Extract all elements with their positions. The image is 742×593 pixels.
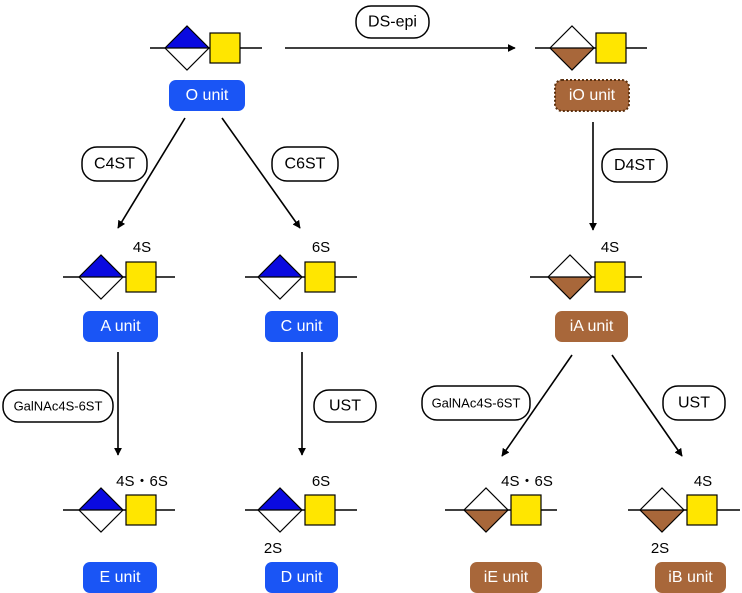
unit-d: 6S 2S D unit [245,473,357,593]
sulfation-label: 4S [601,239,619,256]
unit-label: E unit [100,569,141,586]
arrows [114,44,683,457]
enzyme-c6st: C6ST [271,146,339,182]
disaccharide-symbol [150,25,262,71]
unit-badge [83,311,158,342]
unit-label: D unit [281,569,323,586]
unit-ib: 4S 2S iB unit [628,473,740,593]
unit-ie: 4S・6S iE unit [445,473,557,593]
unit-o: O unit [150,25,262,111]
unit-badge [265,311,338,342]
sulfation-label-2s: 2S [264,540,282,557]
sulfation-label: 6S [312,239,330,256]
unit-e: 4S・6S E unit [63,473,175,593]
enzyme-d4st-text: D4ST [614,157,655,174]
arrow-ia-to-ib [611,354,683,457]
sulfation-label: 6S [312,473,330,490]
unit-badge [83,562,157,593]
enzyme-d4st: D4ST [601,148,668,183]
unit-c: 6S C unit [245,239,357,342]
enzyme-galnac-a: GalNAc4S-6ST [2,389,114,423]
unit-label: iB unit [668,569,713,586]
enzyme-ust-ia: UST [662,385,726,421]
disaccharide-symbol [63,487,175,533]
sulfation-label: 4S [694,473,712,490]
unit-label: iE unit [484,569,529,586]
unit-label: O unit [186,87,229,104]
sulfation-label: 4S [133,239,151,256]
enzyme-ust-c: UST [313,389,377,423]
disaccharide-symbol [628,487,740,533]
sulfation-label: 4S・6S [501,473,553,490]
disaccharide-symbol [530,254,642,300]
enzyme-galnac-a-text: GalNAc4S-6ST [14,399,103,414]
unit-badge [470,562,542,593]
enzyme-galnac-ia: GalNAc4S-6ST [421,385,531,421]
unit-label: A unit [100,318,141,335]
unit-badge [265,562,338,593]
enzyme-galnac-ia-text: GalNAc4S-6ST [432,396,521,411]
disaccharide-symbol [445,487,557,533]
enzyme-ust-c-text: UST [329,398,361,415]
arrow-ia-to-ie [501,354,573,457]
disaccharide-symbol [245,487,357,533]
sulfation-label: 4S・6S [116,473,168,490]
unit-ia: 4S iA unit [530,239,642,342]
disaccharide-symbol [535,25,647,71]
unit-label: C unit [281,318,323,335]
unit-label: iO unit [569,87,616,104]
arrow-o-to-a [117,117,186,229]
enzyme-ds-epi-text: DS-epi [368,14,417,31]
enzyme-c4st: C4ST [81,146,148,182]
enzyme-ust-ia-text: UST [678,395,710,412]
enzyme-c6st-text: C6ST [285,156,326,173]
disaccharide-symbol [245,254,357,300]
arrow-o-to-c [221,117,301,229]
unit-label: iA unit [570,318,614,335]
enzyme-labels: DS-epi C4ST C6ST D4ST GalNAc4S-6ST UST G… [2,5,726,423]
unit-badge [555,311,628,342]
sulfation-label-2s: 2S [651,540,669,557]
unit-io: iO unit [535,25,647,112]
unit-badge [655,562,726,593]
enzyme-c4st-text: C4ST [94,156,135,173]
unit-badge [169,80,245,111]
unit-badge [554,79,630,112]
unit-a: 4S A unit [63,239,175,342]
disaccharide-symbol [63,254,175,300]
enzyme-ds-epi: DS-epi [355,5,430,39]
galnac-square [209,32,241,64]
